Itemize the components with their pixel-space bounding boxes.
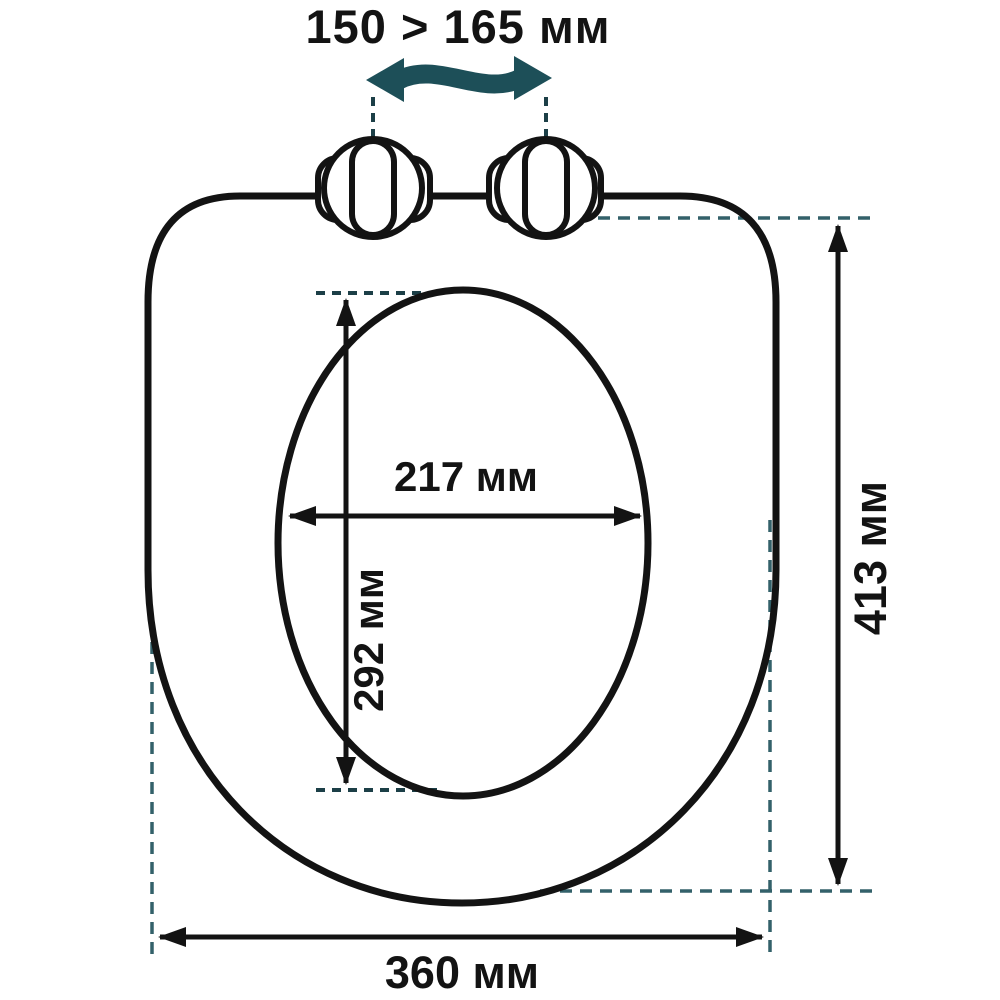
hinge-left-slot	[349, 138, 397, 238]
hinge-spacing-arrow-band	[394, 64, 526, 94]
inner-length-label: 292 мм	[345, 568, 392, 712]
dim-inner-width: 217 мм	[288, 453, 642, 526]
seat-body	[144, 192, 780, 907]
outer-length-label: 413 мм	[845, 481, 896, 635]
inner-width-label: 217 мм	[394, 453, 538, 500]
hinge-left	[315, 136, 433, 240]
hinge-spacing-label: 150 > 165 мм	[306, 0, 611, 53]
seat-opening	[274, 286, 652, 800]
dim-outer-width: 360 мм	[158, 927, 764, 998]
hinge-right	[486, 136, 604, 240]
hinge-spacing-arrow-left-head	[366, 58, 404, 102]
outer-width-label: 360 мм	[385, 947, 539, 998]
hinge-spacing-arrow-right-head	[514, 56, 552, 100]
hinge-spacing-arrow	[366, 56, 552, 102]
dim-outer-length: 413 мм	[828, 224, 896, 886]
seat-outline	[144, 192, 780, 907]
hinge-right-slot	[522, 138, 570, 238]
dim-inner-length: 292 мм	[336, 298, 392, 785]
